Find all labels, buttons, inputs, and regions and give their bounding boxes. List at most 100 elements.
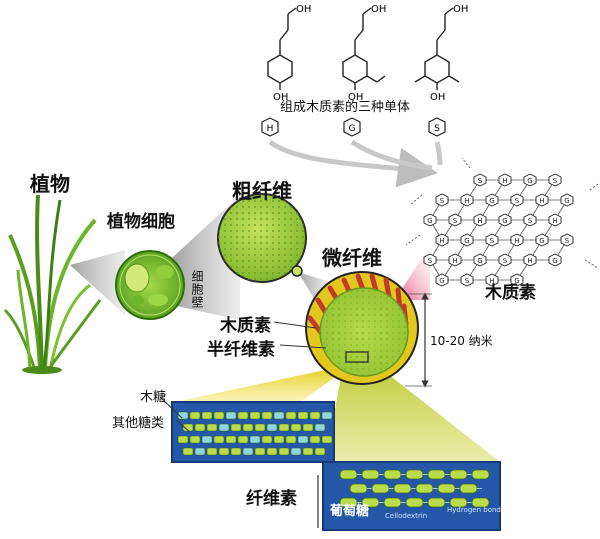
lignin-unit-s: S: [460, 273, 474, 287]
sugar-unit: [314, 447, 326, 456]
sugar-unit: [242, 447, 254, 456]
sugar-unit: [189, 435, 201, 444]
sugar-unit: [278, 447, 290, 456]
lignin-unit-g: G: [560, 193, 574, 207]
svg-text:G: G: [427, 217, 432, 225]
lignin-monomers: OH OH OH OH OH OH: [267, 4, 468, 103]
beam-macro-to-micro: [298, 272, 330, 300]
svg-text:S: S: [453, 217, 458, 225]
sugar-unit: [242, 423, 254, 432]
glucose-unit: [471, 497, 490, 508]
lignin-unit-h: H: [448, 253, 462, 267]
monomer-g-structure: OH OH: [342, 4, 386, 103]
dimension-label: 10-20 纳米: [430, 334, 493, 348]
svg-text:OH: OH: [296, 4, 311, 15]
lignin-unit-h: H: [460, 193, 474, 207]
glucose-unit: [361, 469, 380, 480]
svg-text:S: S: [478, 177, 483, 185]
svg-text:S: S: [434, 124, 440, 134]
plant-grass-illustration: [3, 194, 102, 374]
cellulose-box: Cellodextrin Hydrogen bond: [317, 461, 501, 531]
lignin-unit-s: S: [523, 213, 537, 227]
svg-text:H: H: [439, 237, 444, 245]
svg-text:G: G: [539, 237, 544, 245]
lignin-unit-g: G: [523, 173, 537, 187]
lignin-unit-s: S: [560, 233, 574, 247]
sugar-unit: [266, 447, 278, 456]
svg-text:H: H: [464, 197, 469, 205]
svg-text:G: G: [514, 277, 519, 285]
lignin-unit-s: S: [548, 173, 562, 187]
lignin-unit-s: S: [498, 253, 512, 267]
sugar-unit: [309, 411, 321, 420]
arrow-monomers-to-network-2: [350, 139, 433, 171]
unit-badge-g: G: [343, 117, 361, 137]
lignin-unit-h: H: [498, 173, 512, 187]
sugar-unit: [194, 423, 206, 432]
svg-text:S: S: [565, 237, 570, 245]
glucose-unit: [405, 469, 424, 480]
svg-text:OH: OH: [430, 92, 445, 103]
sugar-unit: [230, 447, 242, 456]
glucose-unit: [339, 469, 358, 480]
lignin-unit-h: H: [473, 213, 487, 227]
sugar-unit: [213, 411, 225, 420]
glucose-unit: [405, 497, 424, 508]
lignin-unit-h: H: [548, 213, 562, 227]
lignin-unit-h: H: [435, 233, 449, 247]
lignin-unit-h: H: [523, 253, 537, 267]
lignin-unit-g: G: [485, 193, 499, 207]
lignin-unit-g: G: [460, 233, 474, 247]
cellulose-label: 纤维素: [246, 489, 297, 509]
sugar-unit: [177, 435, 189, 444]
sugar-unit: [290, 423, 302, 432]
microfibril-cross-section: [305, 271, 419, 385]
lignin-unit-g: G: [423, 213, 437, 227]
sugar-unit: [254, 423, 266, 432]
plant-cell-label: 植物细胞: [107, 212, 175, 232]
other-sugars-label: 其他糖类: [112, 416, 165, 431]
svg-text:H: H: [527, 257, 532, 265]
svg-text:H: H: [489, 277, 494, 285]
svg-text:S: S: [440, 197, 445, 205]
macrofibril-cross-section: [217, 193, 307, 283]
svg-text:H: H: [452, 257, 457, 265]
glucose-unit: [449, 469, 468, 480]
sugar-unit: [285, 435, 297, 444]
sugar-unit: [285, 411, 297, 420]
svg-text:G: G: [527, 177, 532, 185]
sugar-unit: [321, 411, 333, 420]
lignin-unit-s: S: [485, 233, 499, 247]
lignin-unit-s: S: [423, 253, 437, 267]
lignin-unit-g: G: [498, 213, 512, 227]
glucose-unit: [383, 469, 402, 480]
sugar-unit: [218, 447, 230, 456]
glucose-unit: [393, 483, 412, 494]
cell-wall-label: 细胞壁: [190, 270, 204, 309]
monomer-h-structure: OH OH: [267, 4, 311, 103]
glucose-unit: [349, 483, 368, 494]
svg-text:S: S: [528, 217, 533, 225]
sugar-unit: [278, 423, 290, 432]
cellodextrin-label: Cellodextrin: [385, 512, 427, 520]
svg-text:G: G: [552, 257, 557, 265]
lignin-unit-g: G: [535, 233, 549, 247]
lignin-unit-s: S: [510, 193, 524, 207]
sugar-unit: [230, 423, 242, 432]
microfibril-label: 微纤维: [322, 246, 382, 270]
svg-text:H: H: [477, 217, 482, 225]
xylose-label: 木糖: [140, 390, 167, 405]
sugar-unit: [218, 423, 230, 432]
sugar-unit: [237, 435, 249, 444]
svg-text:S: S: [465, 277, 470, 285]
svg-text:S: S: [553, 177, 558, 185]
sugar-unit: [297, 435, 309, 444]
sugar-unit: [237, 411, 249, 420]
sugar-unit: [261, 435, 273, 444]
unit-badge-h: H: [261, 117, 279, 137]
glucose-unit: [437, 483, 456, 494]
lignin-network-label: 木质素: [485, 283, 536, 303]
svg-text:G: G: [464, 237, 469, 245]
